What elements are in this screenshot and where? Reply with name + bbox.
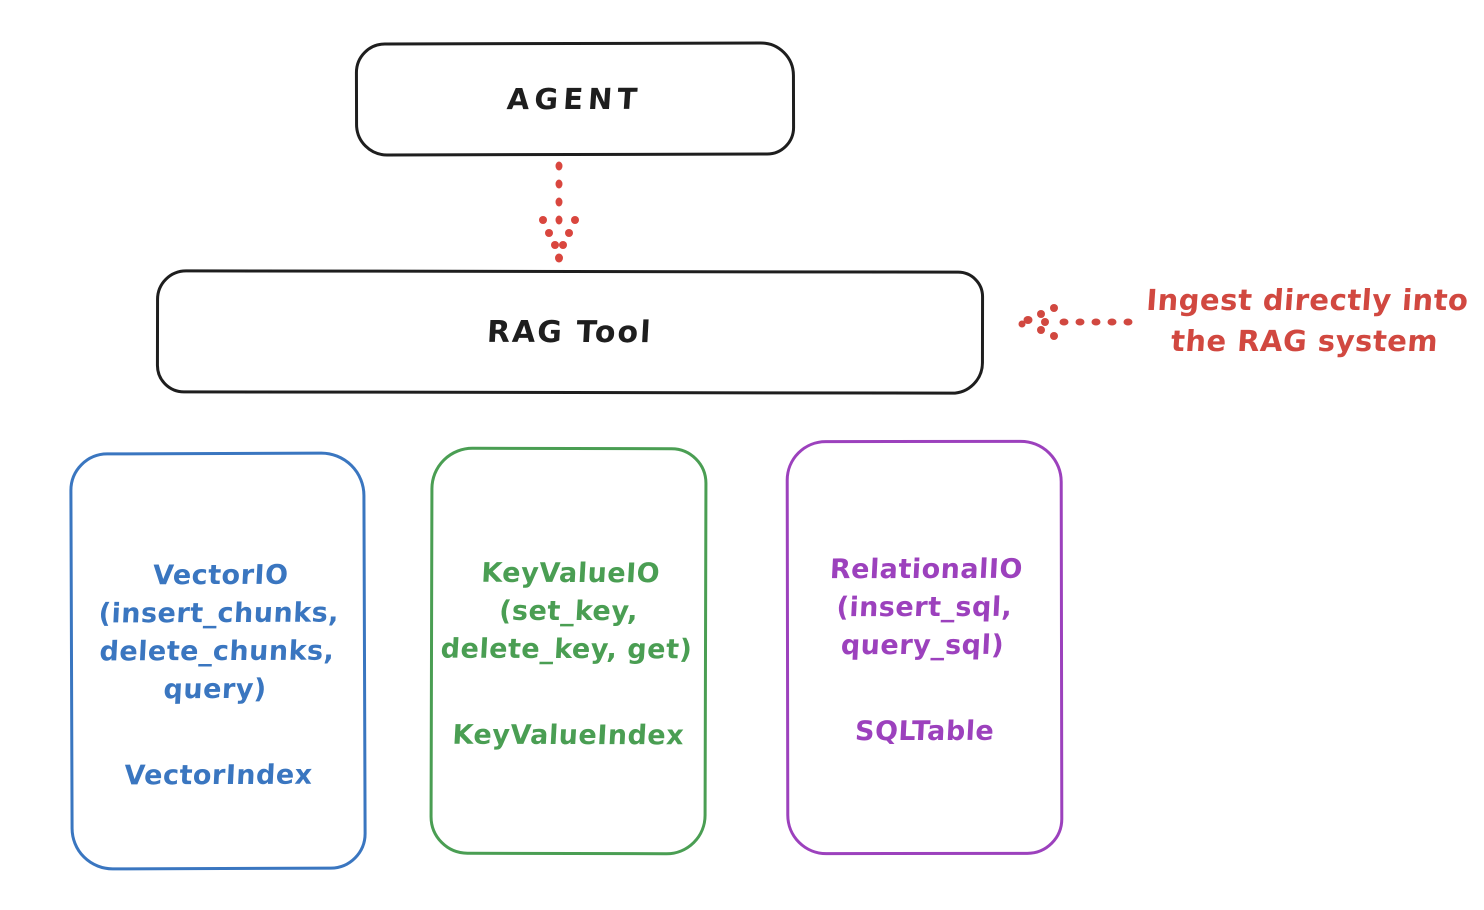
vector-io-line: query)	[162, 673, 268, 706]
ingest-annotation-line2: the RAG system	[1169, 324, 1440, 358]
vector-io-line: (insert_chunks,	[97, 597, 340, 630]
relational-io-line: query_sql)	[840, 629, 1005, 662]
ingest-annotation: Ingest directly into the RAG system	[1135, 280, 1477, 362]
rag-tool-box-label: RAG Tool	[486, 314, 654, 350]
relational-io-text: RelationalIO (insert_sql, query_sql)	[786, 551, 1063, 665]
keyvalue-index-label: KeyValueIndex	[451, 719, 685, 752]
keyvalue-io-text: KeyValueIO (set_key, delete_key, get)	[430, 555, 707, 670]
vector-io-line: delete_chunks,	[98, 635, 336, 668]
sql-table-label: SQLTable	[854, 715, 996, 748]
agent-to-rag-arrow-icon	[528, 160, 590, 266]
keyvalue-io-box: KeyValueIO (set_key, delete_key, get) Ke…	[429, 446, 708, 856]
ingest-annotation-line1: Ingest directly into	[1145, 283, 1470, 317]
vector-io-box: VectorIO (insert_chunks, delete_chunks, …	[69, 451, 367, 871]
vector-io-title: VectorIO	[152, 559, 290, 592]
relational-io-title: RelationalIO	[829, 553, 1024, 586]
keyvalue-io-title: KeyValueIO	[480, 557, 661, 590]
relational-io-box: RelationalIO (insert_sql, query_sql) SQL…	[785, 439, 1064, 856]
vector-index-label: VectorIndex	[123, 759, 314, 792]
relational-io-line: (insert_sql,	[835, 591, 1014, 624]
keyvalue-io-line: (set_key,	[498, 595, 639, 628]
vector-io-text: VectorIO (insert_chunks, delete_chunks, …	[69, 556, 366, 709]
agent-box-label: AGENT	[506, 81, 644, 117]
ingest-arrow-icon	[1014, 300, 1136, 346]
keyvalue-io-line: delete_key, get)	[439, 633, 694, 666]
rag-tool-box: RAG Tool	[155, 269, 985, 395]
agent-box: AGENT	[354, 41, 796, 157]
